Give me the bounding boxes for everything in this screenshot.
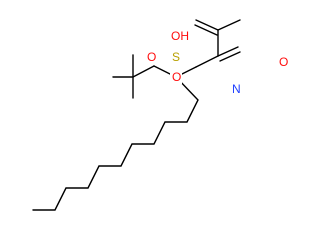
bond-ch2-to-s	[132, 65, 155, 78]
sulfonyl-oxygen-bottom-label: O	[172, 70, 181, 84]
amide-nitrogen-label: N	[232, 82, 241, 96]
bond-carbonyl-double-b	[219, 51, 241, 62]
bond-methyl	[217, 19, 241, 31]
bond-carbonyl-double-a	[217, 46, 239, 57]
bond-carbonyl-to-n	[195, 55, 219, 68]
bond-vinyl-double-a	[195, 19, 219, 31]
chain-bonds	[32, 76, 199, 211]
bonds	[32, 19, 241, 211]
oh-label: OH	[171, 29, 189, 43]
sulfonyl-oxygen-left-label: O	[147, 50, 156, 64]
amide-oxygen-label: O	[279, 55, 288, 69]
atom-labels: OH O S O N O	[145, 29, 289, 96]
sulfur-label: S	[172, 50, 180, 64]
bond-vinyl-double-b	[194, 24, 218, 36]
